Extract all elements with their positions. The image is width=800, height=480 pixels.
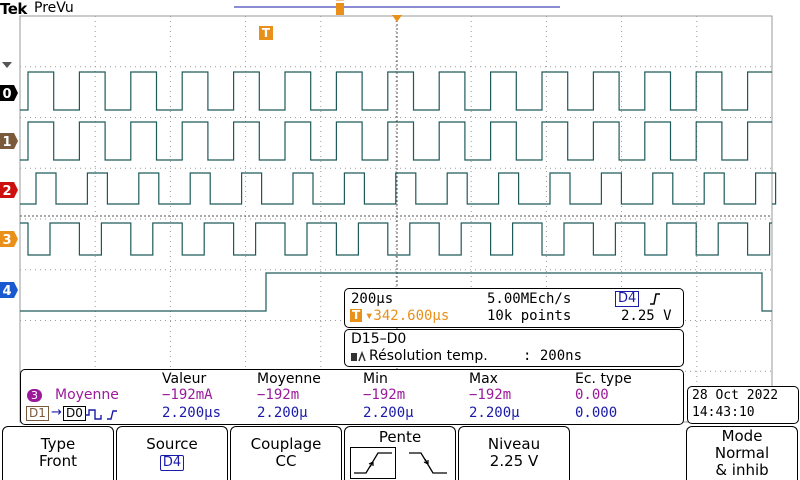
softkey-source-label: Source	[146, 435, 198, 453]
meas-row2-mean: 2.200µ	[257, 405, 308, 421]
meas-header-stddev: Ec. type	[575, 371, 632, 387]
channel-label: 4	[2, 284, 11, 299]
digital-traces	[20, 71, 777, 312]
meas-header-max: Max	[469, 371, 498, 387]
channel-label: 3	[2, 233, 11, 248]
trace-d3	[20, 222, 772, 256]
falling-slope-icon[interactable]	[405, 447, 451, 479]
channel-marker-box	[0, 182, 14, 198]
trigger-level-readout: 2.25 V	[621, 308, 672, 324]
meas-header-min: Min	[363, 371, 388, 387]
rising-edge-icon	[85, 409, 117, 420]
rising-edge-icon	[650, 293, 660, 305]
trigger-position-marker: T	[259, 26, 273, 40]
softkey-slope-label: Pente	[378, 428, 422, 446]
display-arrow-icon	[2, 62, 12, 68]
channel-label: 2	[2, 184, 11, 199]
resolution-label: Résolution temp.	[369, 348, 488, 364]
channel-marker-box	[0, 231, 14, 247]
date: 28 Oct 2022	[692, 388, 779, 403]
channel-2-marker: 2	[0, 182, 18, 199]
channel-marker-arrow	[14, 85, 18, 101]
trigger-position-icon: T	[350, 308, 363, 322]
softkey-source[interactable]: Source D4	[116, 426, 228, 480]
meas-row1-value: −192mA	[162, 387, 213, 403]
meas-row2-max: 2.200µ	[469, 405, 520, 421]
meas-row1-stddev: 0.00	[575, 387, 609, 403]
meas-row1-min: −192m	[363, 387, 406, 403]
trace-d1	[20, 121, 772, 161]
meas-row2-min: 2.200µ	[363, 405, 414, 421]
softkey-type[interactable]: Type Front	[2, 426, 114, 480]
softkey-mode-extra: & inhib	[715, 461, 769, 479]
bus-title: D15–D0	[351, 331, 407, 347]
channel-label: 1	[2, 135, 11, 150]
softkey-mode[interactable]: Mode Normal & inhib	[686, 426, 798, 480]
channel-4-marker: 4	[0, 282, 18, 299]
channel-markers: 0 1 2 3 4	[0, 62, 18, 299]
softkey-mode-label: Mode	[721, 427, 763, 445]
meas-row2-target: D0	[63, 406, 86, 421]
softkey-type-label: Type	[40, 435, 76, 453]
trigger-marker-label: T	[262, 26, 271, 40]
meas-header-mean: Moyenne	[257, 371, 321, 387]
softkey-coupling-label: Couplage	[250, 435, 322, 453]
measurements-panel[interactable]: Valeur Moyenne Min Max Ec. type 3 Moyenn…	[20, 369, 684, 425]
meas-row2-source: D1	[26, 406, 49, 421]
brand-logo: Tek	[0, 0, 27, 18]
meas-row1-mean: −192m	[257, 387, 300, 403]
resolution-value: : 200ns	[523, 348, 583, 364]
record-length: 10k points	[487, 308, 572, 324]
channel-marker-arrow	[14, 231, 18, 247]
math-channel-badge: 3	[27, 389, 42, 402]
resolution-icon	[351, 351, 366, 362]
channel-1-marker: 1	[0, 133, 18, 150]
rising-slope-icon[interactable]	[350, 447, 396, 479]
channel-0-marker: 0	[0, 85, 18, 102]
channel-marker-box	[0, 282, 14, 298]
softkey-level[interactable]: Niveau 2.25 V	[458, 426, 570, 480]
meas-header-value: Valeur	[162, 371, 207, 387]
softkey-source-value: D4	[159, 455, 185, 471]
trace-d0	[20, 71, 772, 111]
channel-marker-arrow	[14, 133, 18, 149]
meas-row2-value: 2.200µs	[162, 405, 222, 421]
softkey-level-label: Niveau	[487, 435, 541, 453]
softkey-mode-value: Normal	[714, 444, 770, 462]
timebase-readout[interactable]: 200µs 5.00MEch/s D4 T ▾342.600µs 10k poi…	[344, 288, 684, 328]
bus-readout[interactable]: D15–D0 Résolution temp. : 200ns	[344, 329, 684, 367]
record-view-bar	[234, 0, 560, 22]
trigger-position-value: ▾342.600µs	[365, 308, 450, 324]
sample-rate: 5.00MEch/s	[487, 291, 572, 307]
softkey-coupling-value: CC	[275, 452, 297, 470]
channel-label: 0	[2, 87, 11, 102]
meas-row2-arrow: →	[51, 405, 62, 420]
softkey-type-value: Front	[39, 452, 77, 470]
trace-d2	[20, 172, 777, 205]
meas-row1-max: −192m	[469, 387, 512, 403]
softkey-slope[interactable]: Pente	[344, 426, 456, 480]
channel-marker-box	[0, 85, 14, 101]
channel-marker-arrow	[14, 282, 18, 298]
meas-row1-name: Moyenne	[55, 387, 119, 403]
datetime-box: 28 Oct 2022 14:43:10	[687, 386, 799, 424]
softkey-coupling[interactable]: Couplage CC	[230, 426, 342, 480]
timebase-value: 200µs	[351, 291, 394, 307]
acquisition-mode: PreVu	[34, 0, 74, 16]
channel-marker-box	[0, 133, 14, 149]
time: 14:43:10	[692, 405, 755, 420]
softkey-level-value: 2.25 V	[489, 452, 539, 470]
meas-row2-stddev: 0.000	[575, 405, 618, 421]
channel-marker-arrow	[14, 182, 18, 198]
channel-3-marker: 3	[0, 231, 18, 248]
trigger-source-badge: D4	[615, 291, 640, 307]
trace-d4	[20, 272, 772, 312]
